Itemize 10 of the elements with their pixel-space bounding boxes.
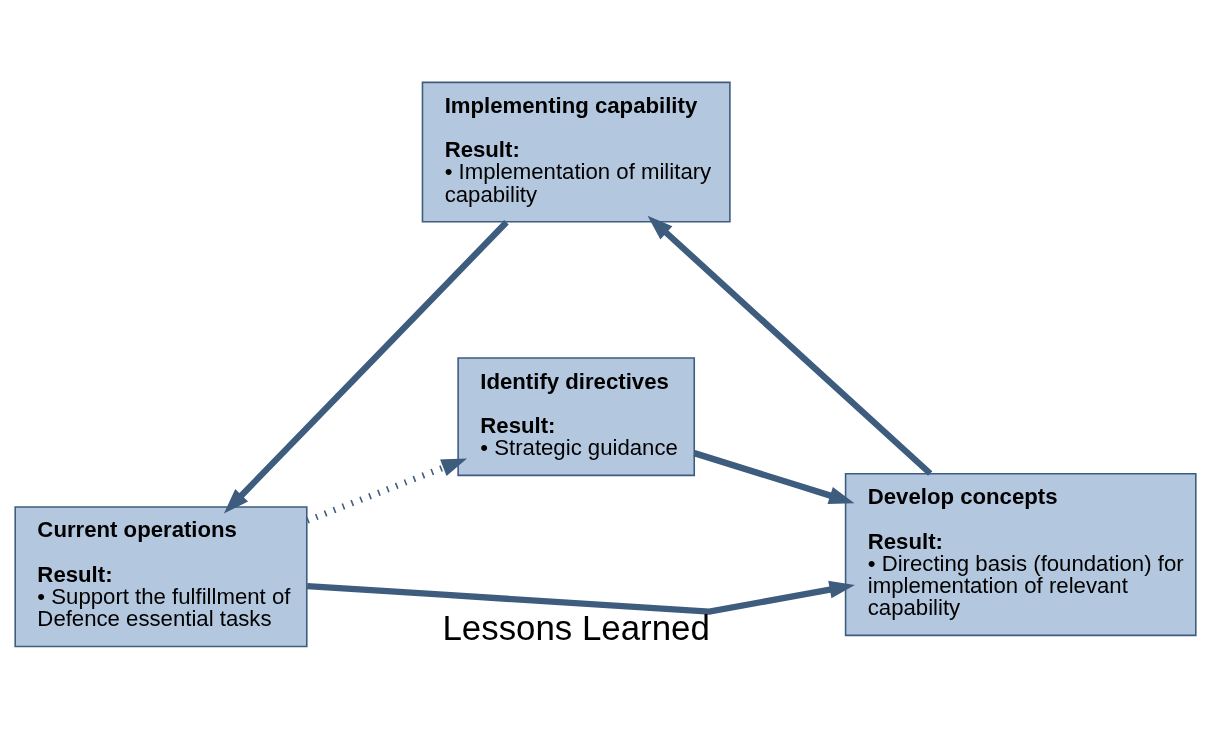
node-box: Current operations Result: • Support the fulfillment of Defence essential tasks: [14, 505, 308, 647]
arrow: [647, 215, 933, 476]
arrow: [307, 580, 855, 615]
node-box: Implementing capability Result: • Implementation of military capability: [421, 81, 731, 223]
node-box: Identify directives Result: • Strategic guidance: [457, 356, 696, 476]
edge-label: Lessons Learned: [442, 607, 710, 647]
arrow: [306, 458, 468, 523]
arrow: [693, 449, 855, 504]
node-box: Develop concepts Result: • Directing basis (foundation) for implementation of relevant capability: [844, 472, 1197, 636]
arrow: [223, 219, 509, 514]
